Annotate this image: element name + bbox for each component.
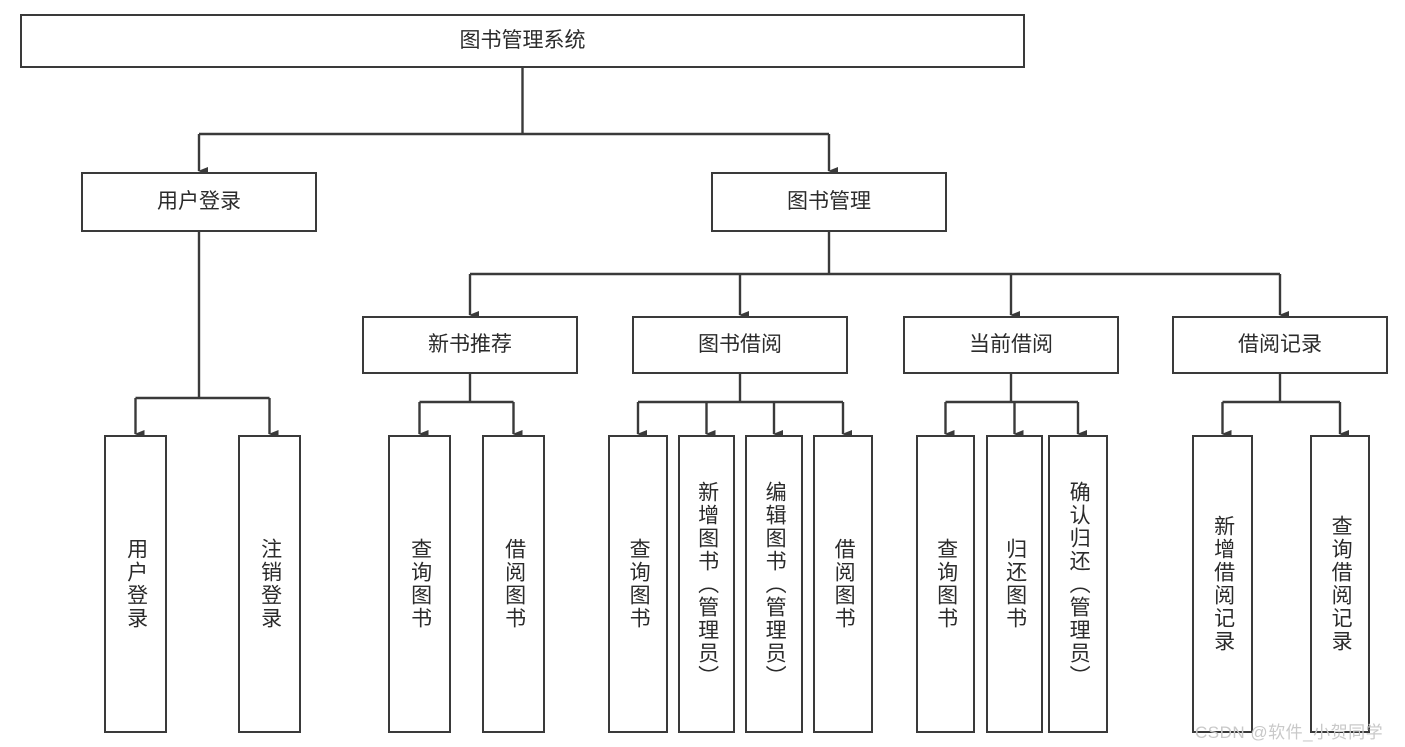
node-leaf-return-book[interactable]: 归还图书 [986,435,1043,733]
node-user-login[interactable]: 用户登录 [81,172,317,232]
node-label-leaf-borrow-book-2: 借阅图书 [832,538,856,630]
node-book-borrow[interactable]: 图书借阅 [632,316,848,374]
node-label-leaf-edit-book: 编辑图书（管理员） [763,480,787,688]
node-label-leaf-return-book: 归还图书 [1003,538,1027,630]
node-label-leaf-add-book: 新增图书（管理员） [695,480,719,688]
node-leaf-edit-book[interactable]: 编辑图书（管理员） [745,435,803,733]
node-leaf-logout[interactable]: 注销登录 [238,435,301,733]
node-leaf-query-book-3[interactable]: 查询图书 [916,435,975,733]
node-label-leaf-add-record: 新增借阅记录 [1211,515,1235,653]
node-label-leaf-query-book-2: 查询图书 [627,538,651,630]
node-label-root: 图书管理系统 [459,28,586,52]
node-leaf-confirm-return[interactable]: 确认归还（管理员） [1048,435,1108,733]
node-leaf-query-book-2[interactable]: 查询图书 [608,435,668,733]
node-label-leaf-borrow-book-1: 借阅图书 [502,538,526,630]
node-leaf-borrow-book-1[interactable]: 借阅图书 [482,435,545,733]
node-label-leaf-user-login: 用户登录 [124,538,148,630]
node-new-book-rec[interactable]: 新书推荐 [362,316,578,374]
node-label-leaf-logout: 注销登录 [258,538,282,630]
node-borrow-record[interactable]: 借阅记录 [1172,316,1388,374]
node-label-new-book-rec: 新书推荐 [428,332,512,356]
node-label-book-borrow: 图书借阅 [698,332,782,356]
node-book-manage[interactable]: 图书管理 [711,172,947,232]
node-label-leaf-query-record: 查询借阅记录 [1329,515,1353,653]
node-leaf-borrow-book-2[interactable]: 借阅图书 [813,435,873,733]
node-leaf-query-book-1[interactable]: 查询图书 [388,435,451,733]
node-label-borrow-record: 借阅记录 [1238,332,1322,356]
node-leaf-add-record[interactable]: 新增借阅记录 [1192,435,1253,733]
node-root[interactable]: 图书管理系统 [20,14,1025,68]
csdn-watermark: CSDN @软件_小贺同学 [1195,723,1384,742]
node-leaf-user-login[interactable]: 用户登录 [104,435,167,733]
node-current-borrow[interactable]: 当前借阅 [903,316,1119,374]
node-label-leaf-query-book-3: 查询图书 [934,538,958,630]
node-label-book-manage: 图书管理 [787,189,871,213]
node-leaf-query-record[interactable]: 查询借阅记录 [1310,435,1370,733]
node-label-user-login: 用户登录 [157,189,241,213]
node-leaf-add-book[interactable]: 新增图书（管理员） [678,435,735,733]
node-label-current-borrow: 当前借阅 [969,332,1053,356]
node-label-leaf-query-book-1: 查询图书 [408,538,432,630]
node-label-leaf-confirm-return: 确认归还（管理员） [1067,480,1091,688]
